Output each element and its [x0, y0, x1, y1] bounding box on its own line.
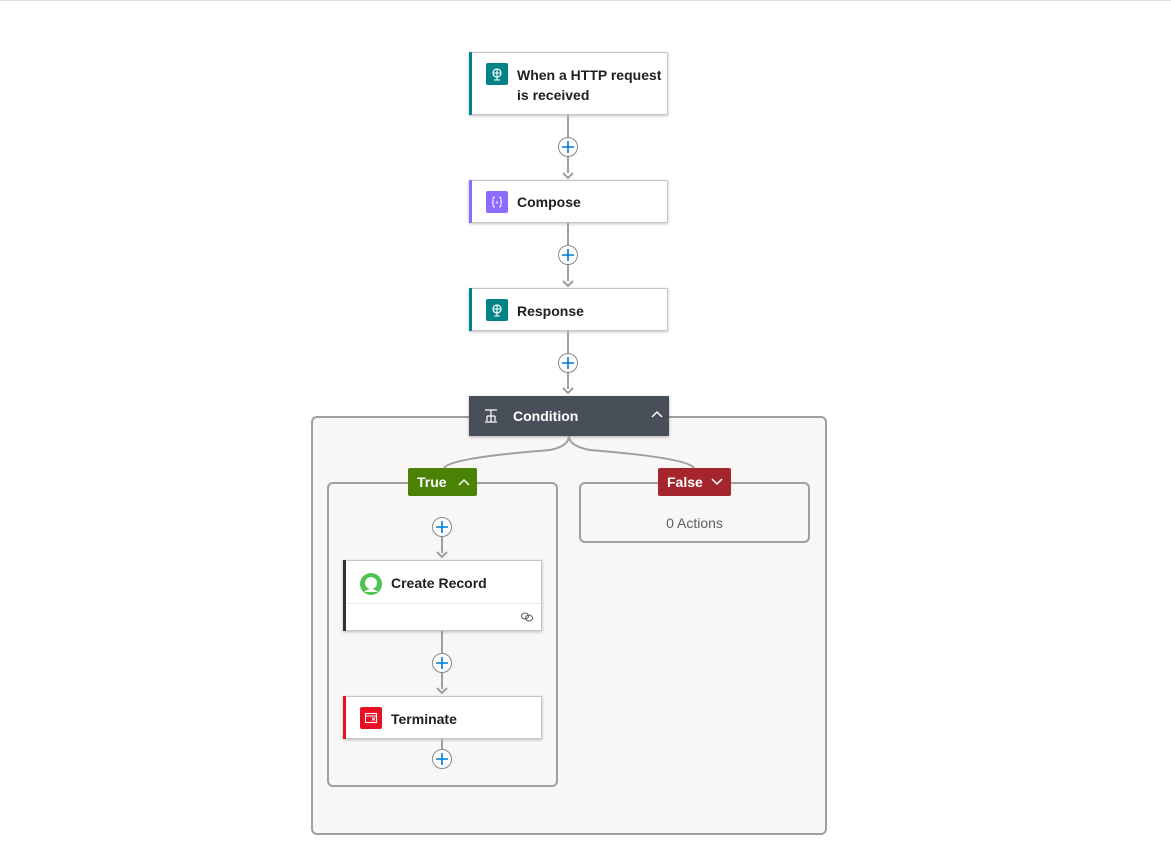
create-record-card[interactable]: Create Record: [343, 560, 542, 631]
arrow-down-icon: [562, 387, 574, 395]
add-step-button[interactable]: [558, 353, 578, 373]
response-card[interactable]: Response: [469, 288, 668, 331]
terminate-accent: [343, 696, 346, 739]
create-record-accent: [343, 560, 346, 631]
terminate-title: Terminate: [391, 711, 457, 727]
branch-connector: [443, 436, 695, 469]
connector-line: [441, 537, 443, 553]
false-branch-label: False: [667, 474, 703, 490]
response-accent: [469, 288, 472, 331]
arrow-down-icon: [562, 280, 574, 288]
http-globe-icon: [486, 63, 508, 85]
create-record-title: Create Record: [391, 575, 487, 591]
connector-line: [567, 265, 569, 281]
add-step-button[interactable]: [558, 137, 578, 157]
http-globe-icon: [486, 299, 508, 321]
plus-icon: [436, 657, 448, 669]
add-step-button[interactable]: [432, 653, 452, 673]
svg-text:x: x: [496, 200, 499, 206]
connector-line: [441, 739, 443, 749]
connector-line: [567, 331, 569, 353]
trigger-card[interactable]: When a HTTP request is received: [469, 52, 668, 115]
plus-icon: [436, 521, 448, 533]
plus-icon: [436, 753, 448, 765]
chevron-up-icon[interactable]: [457, 477, 471, 487]
plus-icon: [562, 141, 574, 153]
plus-icon: [562, 357, 574, 369]
chevron-down-icon[interactable]: [710, 477, 724, 487]
connector-line: [567, 157, 569, 173]
compose-card[interactable]: x Compose: [469, 180, 668, 223]
compose-braces-icon: x: [486, 191, 508, 213]
compose-title: Compose: [517, 194, 581, 210]
terminate-card[interactable]: Terminate: [343, 696, 542, 739]
plus-icon: [562, 249, 574, 261]
connector-line: [567, 115, 569, 137]
false-branch-empty-text: 0 Actions: [666, 515, 723, 531]
add-step-button[interactable]: [432, 749, 452, 769]
trigger-title: When a HTTP request is received: [517, 67, 662, 103]
top-divider: [0, 0, 1171, 1]
response-title: Response: [517, 303, 584, 319]
terminate-icon: [360, 707, 382, 729]
connector-line: [441, 631, 443, 653]
arrow-down-icon: [436, 551, 448, 559]
true-branch-pill[interactable]: True: [408, 468, 477, 496]
condition-header[interactable]: Condition: [469, 396, 669, 436]
chevron-up-icon[interactable]: [650, 409, 664, 419]
add-step-button[interactable]: [558, 245, 578, 265]
compose-accent: [469, 180, 472, 223]
trigger-accent: [469, 52, 472, 115]
connector-line: [441, 673, 443, 689]
arrow-down-icon: [436, 687, 448, 695]
connector-line: [567, 223, 569, 245]
condition-title: Condition: [513, 408, 579, 424]
true-branch-label: True: [417, 474, 447, 490]
dataverse-icon: [360, 573, 382, 595]
arrow-down-icon: [562, 172, 574, 180]
add-step-button[interactable]: [432, 517, 452, 537]
false-branch-pill[interactable]: False: [658, 468, 731, 496]
connector-line: [567, 373, 569, 389]
card-divider: [346, 603, 541, 604]
condition-icon: [485, 409, 497, 423]
link-icon[interactable]: [520, 611, 534, 623]
